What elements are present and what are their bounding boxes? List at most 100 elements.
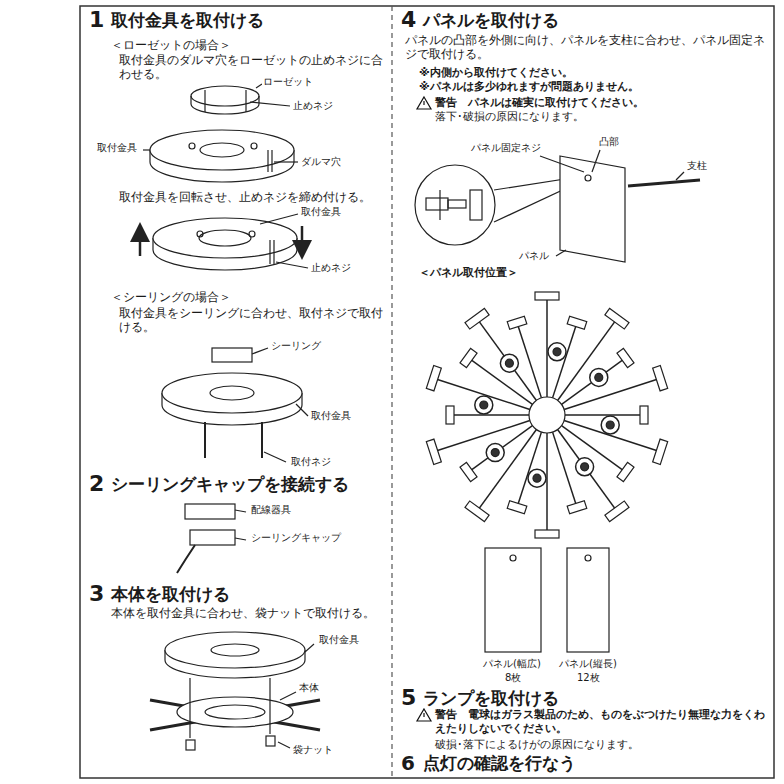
panel-layout-part [491, 449, 499, 457]
step-heading: ランプを取付ける [422, 689, 560, 708]
case-heading: ＜ローゼットの場合＞ [110, 38, 232, 53]
panel-layout-part [553, 348, 561, 356]
panel-layout-part [476, 430, 536, 513]
panel-layout-part [653, 439, 668, 464]
panel-layout-part [449, 414, 529, 416]
rosette-figure [143, 84, 298, 182]
panel-layout-part [576, 458, 594, 476]
panel-layout-part [517, 322, 542, 398]
panel-layout-part [548, 343, 566, 361]
panel-layout-part [505, 359, 513, 367]
part-label: シーリングキャップ [250, 532, 342, 545]
note: ※パネルは多少ゆれますが問題ありません。 [418, 80, 640, 94]
panel-layout-part [617, 348, 634, 367]
part-label: ダルマ穴 [300, 156, 342, 169]
part-label: シーリング [270, 340, 322, 353]
part-label: パネル固定ネジ [470, 142, 542, 155]
step-heading: パネルを取付ける [422, 11, 560, 30]
part-label: パネル [518, 250, 550, 263]
body-figure [150, 632, 320, 750]
panel-layout-part [562, 357, 627, 404]
instruction: パネルの凸部を外側に向け、パネルを支柱に合わせ、パネル固定ネジで取付ける。 [404, 33, 770, 62]
section-heading: ＜パネル取付位置＞ [418, 266, 519, 280]
panel-layout-part [553, 432, 578, 508]
step-number: 3 [88, 582, 105, 606]
step-heading: 本体を取付ける [110, 585, 231, 604]
panel-layout-part [465, 501, 489, 522]
warning: 警告 電球はガラス製品のため、ものをぶつけたり無理な力をくわえたりしないでくださ… [434, 708, 766, 736]
panel-layout-part [500, 354, 518, 372]
panel-layout-part [433, 421, 530, 453]
panel-layout-part [465, 308, 489, 329]
part-label: パネル(幅広) [482, 658, 542, 671]
instruction: 取付金具を回転させ、止めネジを締め付ける。 [118, 190, 372, 204]
step-number: 2 [88, 472, 105, 496]
panel-layout-part [535, 530, 559, 538]
step-number: 4 [400, 8, 417, 32]
warning-detail: 破損･落下によるけがの原因になります。 [434, 738, 640, 752]
part-label: 配線器具 [250, 504, 292, 517]
panel-layout-part [507, 316, 527, 329]
panel-layout-part [605, 308, 629, 329]
warning-symbol [417, 97, 431, 721]
panel-layout-part [546, 433, 548, 535]
instruction: 取付金具のダルマ穴をローゼットの止めネジに合わせる。 [118, 53, 388, 82]
panel-layout-part [468, 426, 533, 473]
panel-layout-part [558, 318, 618, 401]
part-label: 凸部 [598, 136, 620, 149]
instruction: 本体を取付金具に合わせ、袋ナットで取付ける。 [110, 606, 376, 620]
rotate-figure [140, 214, 308, 270]
cap-figure [177, 504, 246, 573]
panel-layout-part [605, 501, 629, 522]
panel-layout-part [460, 462, 477, 481]
warning-detail: 落下･破損の原因になります。 [434, 110, 585, 124]
panel-layout-part [606, 421, 614, 429]
panel-layout-part [480, 401, 488, 409]
part-label: ローゼット [262, 76, 314, 89]
panel-layout-part [601, 416, 619, 434]
part-label: 取付ネジ [290, 456, 332, 469]
panel-layout-part [460, 348, 477, 367]
step-number: 5 [400, 686, 417, 710]
warning: 警告 パネルは確実に取付けてください。 [434, 96, 645, 110]
step-heading: 取付金具を取付ける [110, 11, 265, 30]
panel-shapes [485, 548, 609, 652]
panel-layout-part [426, 366, 441, 391]
panel-layout-part [507, 501, 527, 514]
panel-layout-part [653, 366, 668, 391]
part-label: 袋ナット [292, 744, 334, 757]
count-label: 8枚 [504, 672, 522, 685]
panel-layout-part [567, 501, 587, 514]
panel-layout-part [617, 462, 634, 481]
column-divider [391, 6, 392, 778]
step-number: 6 [400, 752, 416, 774]
panel-layout-part [528, 469, 546, 487]
part-label: 支柱 [686, 160, 708, 173]
part-label: 本体 [298, 682, 320, 695]
panel-layout-part [567, 316, 587, 329]
panel-layout-part [475, 396, 493, 414]
panel-layout-part [590, 368, 608, 386]
part-label: 取付金具 [300, 206, 342, 219]
part-label: 取付金具 [310, 410, 352, 423]
panel-layout-part [476, 318, 536, 401]
step-heading: 点灯の確認を行なう [422, 754, 577, 773]
panel-layout [426, 292, 667, 538]
ceiling-figure [162, 348, 308, 462]
panel-layout-part [433, 378, 530, 410]
panel-detail [415, 150, 700, 262]
instruction: 取付金具をシーリングに合わせ、取付ネジで取付ける。 [118, 306, 388, 335]
panel-layout-part [533, 474, 541, 482]
panel-layout-part [565, 414, 645, 416]
count-label: 12枚 [576, 672, 601, 685]
panel-layout-part [564, 378, 661, 410]
panel-layout-part [640, 406, 648, 424]
panel-layout-part [546, 295, 548, 397]
part-label: 取付金具 [96, 142, 138, 155]
panel-layout-part [558, 430, 618, 513]
panel-layout-part [486, 444, 504, 462]
part-label: 止めネジ [310, 262, 352, 275]
part-label: パネル(縦長) [558, 658, 618, 671]
panel-layout-part [564, 421, 661, 453]
